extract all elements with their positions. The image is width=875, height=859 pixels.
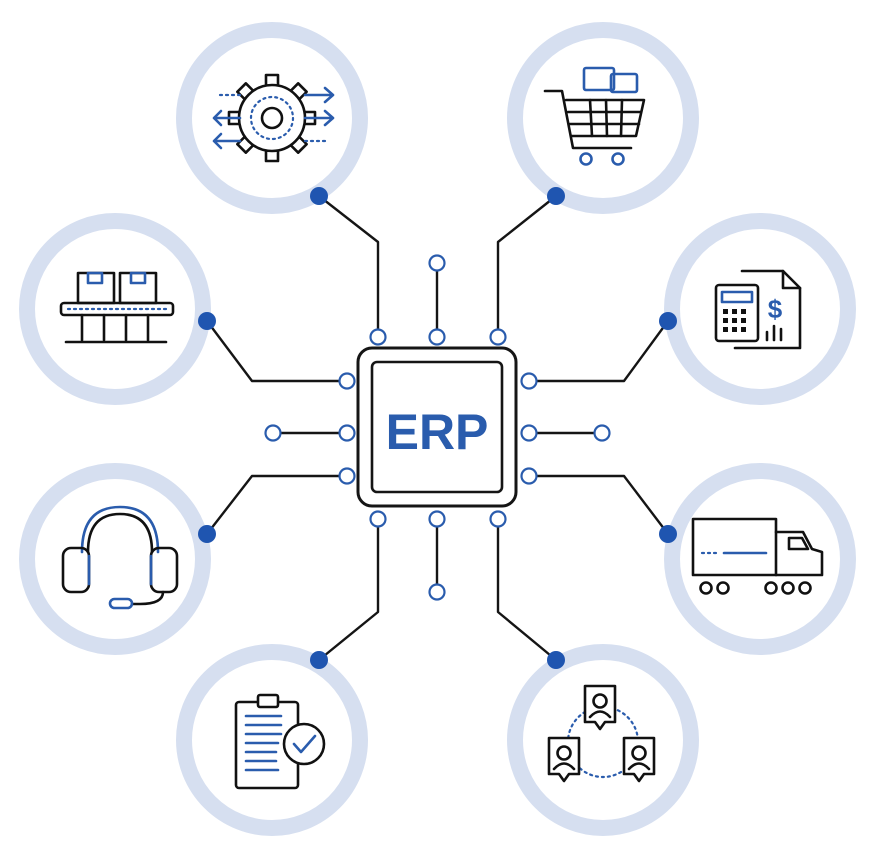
module-ring-mid-left bbox=[19, 213, 211, 405]
wire-bottom-right bbox=[496, 525, 558, 662]
dot-top-left bbox=[310, 187, 328, 205]
shopping-cart-icon bbox=[543, 66, 646, 166]
clipboard-check-icon bbox=[234, 693, 326, 790]
pin-top-right bbox=[489, 328, 507, 346]
module-ring-top-left bbox=[176, 22, 368, 214]
pin-bottom-center bbox=[428, 510, 446, 528]
module-ring-mid-right bbox=[664, 213, 856, 405]
wire-top-left bbox=[317, 194, 380, 332]
module-ring-low-right bbox=[664, 463, 856, 655]
module-ring-low-left bbox=[19, 463, 211, 655]
pin-bottom-extra bbox=[428, 583, 446, 601]
pin-top-left bbox=[369, 328, 387, 346]
dot-low-left bbox=[198, 525, 216, 543]
delivery-truck-icon bbox=[691, 517, 824, 595]
dot-top-right bbox=[547, 187, 565, 205]
wire-low-left bbox=[205, 474, 342, 536]
dot-mid-right bbox=[659, 312, 677, 330]
pin-left-center bbox=[338, 424, 356, 442]
user-network-icon bbox=[547, 684, 656, 783]
wire-top-right bbox=[496, 194, 558, 332]
pin-left-bottom bbox=[338, 467, 356, 485]
wire-bottom-left bbox=[317, 525, 380, 662]
dot-bottom-right bbox=[547, 651, 565, 669]
dot-mid-left bbox=[198, 312, 216, 330]
pin-right-extra bbox=[593, 424, 611, 442]
module-ring-bottom-left bbox=[176, 644, 368, 836]
pin-left-top bbox=[338, 372, 356, 390]
pin-bottom-left bbox=[369, 510, 387, 528]
pin-top-center bbox=[428, 328, 446, 346]
svg-text:$: $ bbox=[768, 294, 783, 324]
headset-icon bbox=[61, 505, 179, 610]
pin-right-top bbox=[520, 372, 538, 390]
ring-connector-dots bbox=[198, 187, 677, 669]
pin-top-extra bbox=[428, 254, 446, 272]
pin-right-center bbox=[520, 424, 538, 442]
gear-arrows-icon bbox=[212, 73, 335, 163]
pin-bottom-right bbox=[489, 510, 507, 528]
erp-chip: ERP bbox=[356, 346, 518, 508]
pin-right-bottom bbox=[520, 467, 538, 485]
dot-low-right bbox=[659, 525, 677, 543]
wire-mid-left bbox=[205, 319, 342, 383]
conveyor-boxes-icon bbox=[59, 271, 175, 344]
calculator-invoice-icon: $ bbox=[714, 269, 802, 350]
connection-wires bbox=[205, 194, 670, 662]
chip-pins bbox=[264, 254, 611, 601]
module-ring-bottom-right bbox=[507, 644, 699, 836]
chip-label: ERP bbox=[386, 404, 489, 460]
module-ring-top-right bbox=[507, 22, 699, 214]
wire-mid-right bbox=[534, 319, 670, 383]
pin-left-extra bbox=[264, 424, 282, 442]
wire-low-right bbox=[534, 474, 670, 536]
dot-bottom-left bbox=[310, 651, 328, 669]
